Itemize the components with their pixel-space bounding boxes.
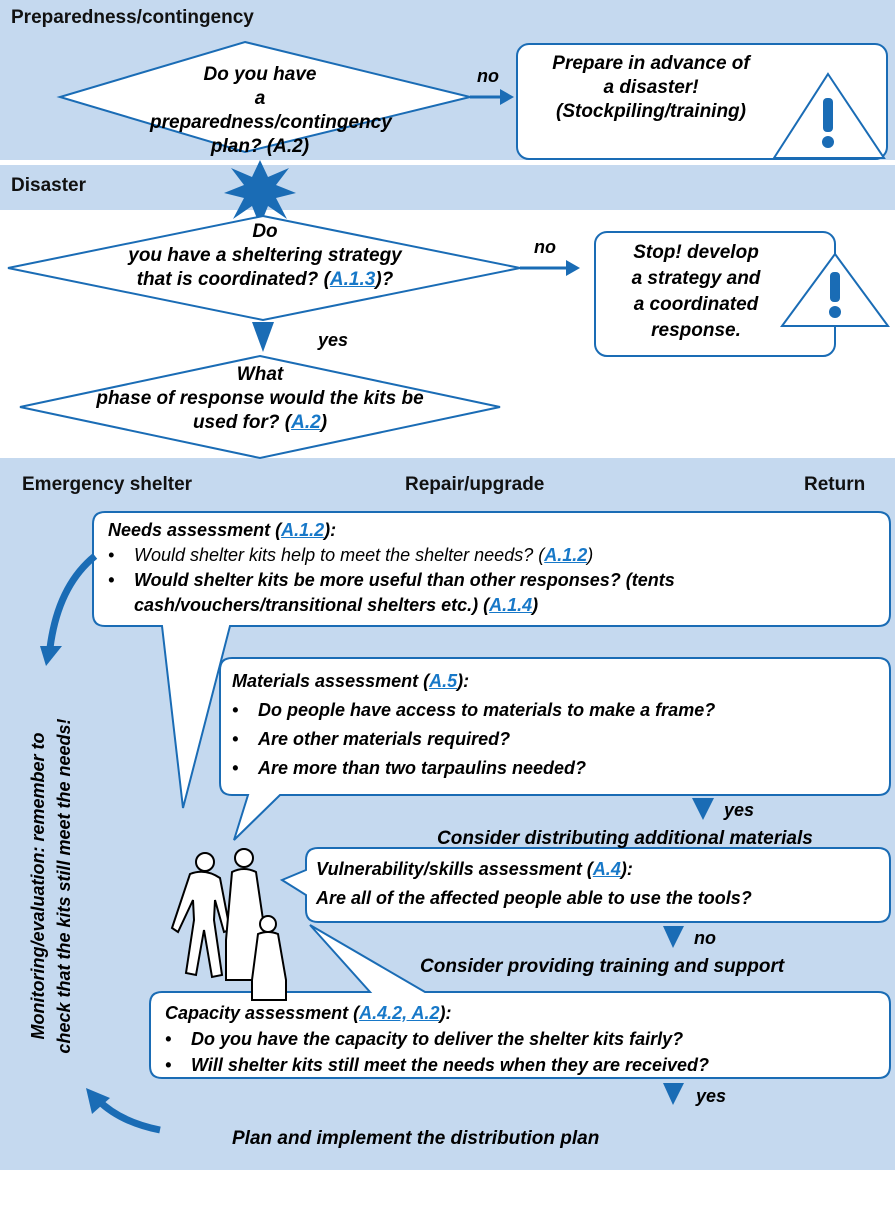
- question-strategy-line3: that is coordinated? (A.1.3)?: [136, 269, 394, 290]
- consider-training: Consider providing training and support: [420, 956, 785, 977]
- needs-bubble: [92, 511, 891, 809]
- materials-title: Materials assessment (A.5):: [232, 671, 470, 691]
- arrow-yes-2: [692, 798, 714, 820]
- materials-bullet-1: •Do people have access to materials to m…: [232, 700, 716, 720]
- stop-line3: a coordinated: [633, 294, 759, 315]
- capacity-bubble: [149, 924, 891, 1079]
- link-a-4[interactable]: A.4: [592, 859, 621, 879]
- phase-emergency: Emergency shelter: [22, 474, 193, 495]
- label-yes-1: yes: [318, 330, 349, 350]
- phase-repair: Repair/upgrade: [405, 474, 545, 495]
- disaster-star-icon: [224, 160, 296, 226]
- needs-bullet-1: •Would shelter kits help to meet the she…: [108, 545, 594, 565]
- vulnerability-assessment: Vulnerability/skills assessment (A.4): A…: [316, 855, 886, 913]
- people-figures-icon: [170, 848, 287, 1001]
- question-phase-line1: What: [236, 364, 284, 385]
- section-disaster: Disaster: [11, 175, 86, 196]
- question-plan-line1: Do you have: [203, 64, 317, 85]
- disaster-band: [0, 165, 895, 210]
- question-phase: What phase of response would the kits be…: [80, 363, 440, 435]
- prepare-text: Prepare in advance of a disaster! (Stock…: [522, 52, 780, 124]
- prepare-line1: Prepare in advance of: [552, 53, 750, 74]
- materials-bullet-3: •Are more than two tarpaulins needed?: [232, 758, 587, 778]
- link-a-5[interactable]: A.5: [429, 671, 458, 691]
- section-preparedness: Preparedness/contingency: [11, 7, 254, 28]
- link-a-4-2-a-2[interactable]: A.4.2, A.2: [359, 1003, 440, 1023]
- arrow-no-3: [663, 926, 684, 948]
- link-a-2-phase[interactable]: A.2: [291, 412, 321, 433]
- stop-text: Stop! develop a strategy and a coordinat…: [600, 240, 792, 344]
- decision-diamond-phase: [19, 354, 501, 460]
- question-strategy-line2: you have a sheltering strategy: [128, 245, 402, 266]
- monitoring-line2: check that the kits still meet the needs…: [54, 718, 74, 1054]
- needs-bullet-2: •Would shelter kits be more useful than …: [108, 570, 675, 590]
- vulnerability-title: Vulnerability/skills assessment (A.4):: [316, 859, 633, 879]
- monitoring-arrow-top: [46, 553, 98, 649]
- question-strategy: Do you have a sheltering strategy that i…: [80, 220, 450, 292]
- label-no-2: no: [534, 237, 556, 257]
- phase-return: Return: [804, 474, 866, 495]
- stop-line4: response.: [651, 320, 741, 341]
- capacity-bullet-2: •Will shelter kits still meet the needs …: [165, 1055, 710, 1075]
- arrow-yes-3: [663, 1083, 684, 1105]
- link-a-1-2-bullet[interactable]: A.1.2: [544, 545, 588, 565]
- label-no-1: no: [477, 66, 499, 86]
- capacity-title: Capacity assessment (A.4.2, A.2):: [165, 1003, 452, 1023]
- capacity-assessment: Capacity assessment (A.4.2, A.2): •Do yo…: [165, 1000, 885, 1078]
- link-a-1-2-title[interactable]: A.1.2: [281, 520, 325, 540]
- stop-line1: Stop! develop: [633, 242, 759, 263]
- decision-diamond-plan: [56, 40, 471, 154]
- stop-line2: a strategy and: [631, 268, 761, 289]
- needs-title: Needs assessment (A.1.2):: [108, 520, 337, 540]
- question-phase-line3: used for? (A.2): [192, 412, 328, 433]
- arrow-yes-1: [252, 322, 274, 352]
- question-plan: Do you have a preparedness/contingency p…: [150, 63, 392, 159]
- monitoring-arrow-bottom: [95, 1097, 161, 1134]
- label-no-3: no: [694, 928, 716, 948]
- decision-diamond-strategy: [7, 214, 521, 322]
- label-yes-2: yes: [724, 800, 755, 820]
- vulnerability-question: Are all of the affected people able to u…: [316, 888, 752, 908]
- vulnerability-bubble: [279, 847, 891, 923]
- materials-bubble: [219, 657, 891, 841]
- plan-distribution: Plan and implement the distribution plan: [232, 1128, 600, 1149]
- prepare-line3: (Stockpiling/training): [556, 101, 746, 122]
- monitoring-line1: Monitoring/evaluation: remember to: [28, 732, 48, 1040]
- monitoring-text: Monitoring/evaluation: remember to check…: [25, 566, 85, 1206]
- flowchart-shapes: [7, 40, 891, 1134]
- question-strategy-line1: Do: [252, 221, 278, 242]
- question-plan-line2: a preparedness/contingency: [150, 88, 392, 133]
- consider-materials: Consider distributing additional materia…: [437, 828, 813, 849]
- link-a-1-4[interactable]: A.1.4: [489, 595, 533, 615]
- prepare-line2: a disaster!: [603, 77, 699, 98]
- link-a-1-3[interactable]: A.1.3: [329, 269, 376, 290]
- capacity-bullet-1: •Do you have the capacity to deliver the…: [165, 1029, 684, 1049]
- question-plan-line3: plan? (A.2): [210, 136, 310, 157]
- materials-bullet-2: •Are other materials required?: [232, 729, 511, 749]
- label-yes-3: yes: [696, 1086, 727, 1106]
- needs-assessment: Needs assessment (A.1.2): •Would shelter…: [108, 518, 878, 618]
- needs-bullet-2-cont: cash/vouchers/transitional shelters etc.…: [134, 595, 539, 615]
- materials-assessment: Materials assessment (A.5): •Do people h…: [232, 667, 882, 783]
- question-phase-line2: phase of response would the kits be: [96, 388, 424, 409]
